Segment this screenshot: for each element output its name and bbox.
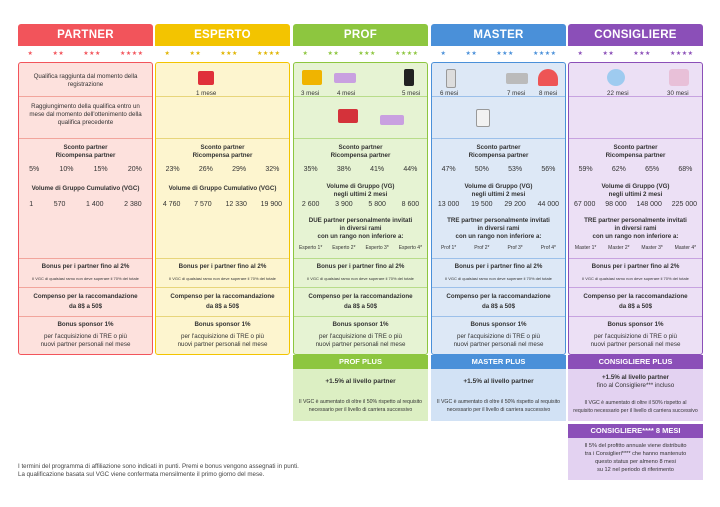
footer-notes: I termini del programma di affiliazione … [18, 463, 299, 479]
gift-card-icon [198, 71, 214, 85]
master-plus-title: MASTER PLUS [431, 355, 566, 369]
globe-icon [607, 69, 625, 86]
stars-prof: ★★★★★★★★★★ [302, 50, 419, 57]
column-master: MASTER ★★★★★★★★★★ [431, 24, 566, 60]
card-prof: 3 mesi 4 mesi 5 mesi Sconto partner Rico… [293, 62, 428, 355]
card-esperto: 1 mese Sconto partner Ricompensa partner… [155, 62, 290, 355]
phone-icon [404, 69, 414, 86]
card-consigliere: 22 mesi 30 mesi Sconto partner Ricompens… [568, 62, 703, 355]
header-master: MASTER [431, 24, 566, 46]
consigliere-plus-panel: CONSIGLIERE PLUS +1.5% al livello partne… [568, 355, 703, 421]
invite-ranks: Esperto 1*Esperto 2*Esperto 3*Esperto 4* [298, 245, 423, 251]
discount-values: 5%10%15%20% [29, 166, 142, 173]
qual-reached-label: Qualifica raggiunta dal momento della re… [33, 73, 138, 88]
stars-esperto: ★★★★★★★★★★ [164, 50, 281, 57]
product-icon [334, 73, 356, 83]
discount-values: 35%38%41%44% [303, 166, 418, 173]
prof-plus-title: PROF PLUS [293, 355, 428, 369]
header-consigliere: CONSIGLIERE [568, 24, 703, 46]
stars-master: ★★★★★★★★★★ [440, 50, 557, 57]
column-prof: PROF ★★★★★★★★★★ [293, 24, 428, 60]
gift-icon [669, 69, 689, 86]
column-partner: PARTNER ★★★★★★★★★★ [18, 24, 153, 60]
invite-ranks: Prof 1*Prof 2*Prof 3*Prof 4* [440, 245, 557, 251]
beach-umbrella-icon [538, 69, 558, 86]
product-icon [380, 115, 404, 125]
discount-values: 23%26%29%32% [165, 166, 280, 173]
header-partner: PARTNER [18, 24, 153, 46]
product-icon [476, 109, 490, 127]
consigliere4-title: CONSIGLIERE**** 8 MESI [568, 424, 703, 438]
consigliere4-panel: CONSIGLIERE**** 8 MESI Il 5% del profitt… [568, 424, 703, 480]
discount-values: 59%62%65%68% [578, 166, 693, 173]
consigliere-plus-title: CONSIGLIERE PLUS [568, 355, 703, 369]
invite-ranks: Master 1*Master 2*Master 3*Master 4* [574, 245, 697, 251]
master-plus-panel: MASTER PLUS +1.5% al livello partner Il … [431, 355, 566, 421]
header-prof: PROF [293, 24, 428, 46]
card-master: 6 mesi 7 mesi 8 mesi Sconto partner Rico… [431, 62, 566, 355]
footer-line-1: I termini del programma di affiliazione … [18, 463, 299, 470]
qual-within-label: Raggiungimento della qualifica entro un … [29, 103, 142, 126]
footer-line-2: La qualificazione basata sul VGC viene c… [18, 471, 265, 478]
column-esperto: ESPERTO ★★★★★★★★★★ [155, 24, 290, 60]
card-partner: Qualifica raggiunta dal momento della re… [18, 62, 153, 355]
laptop-icon [506, 73, 528, 84]
product-icon [446, 69, 456, 88]
prof-plus-panel: PROF PLUS +1.5% al livello partner Il VG… [293, 355, 428, 421]
column-consigliere: CONSIGLIERE ★★★★★★★★★★ [568, 24, 703, 60]
product-icon [302, 70, 322, 85]
gift-card-icon [338, 109, 358, 123]
stars-partner: ★★★★★★★★★★ [27, 50, 144, 57]
header-esperto: ESPERTO [155, 24, 290, 46]
vgc-title: Volume di Gruppo Cumulativo (VGC) [31, 185, 140, 192]
stars-consigliere: ★★★★★★★★★★ [577, 50, 694, 57]
discount-values: 47%50%53%56% [441, 166, 556, 173]
